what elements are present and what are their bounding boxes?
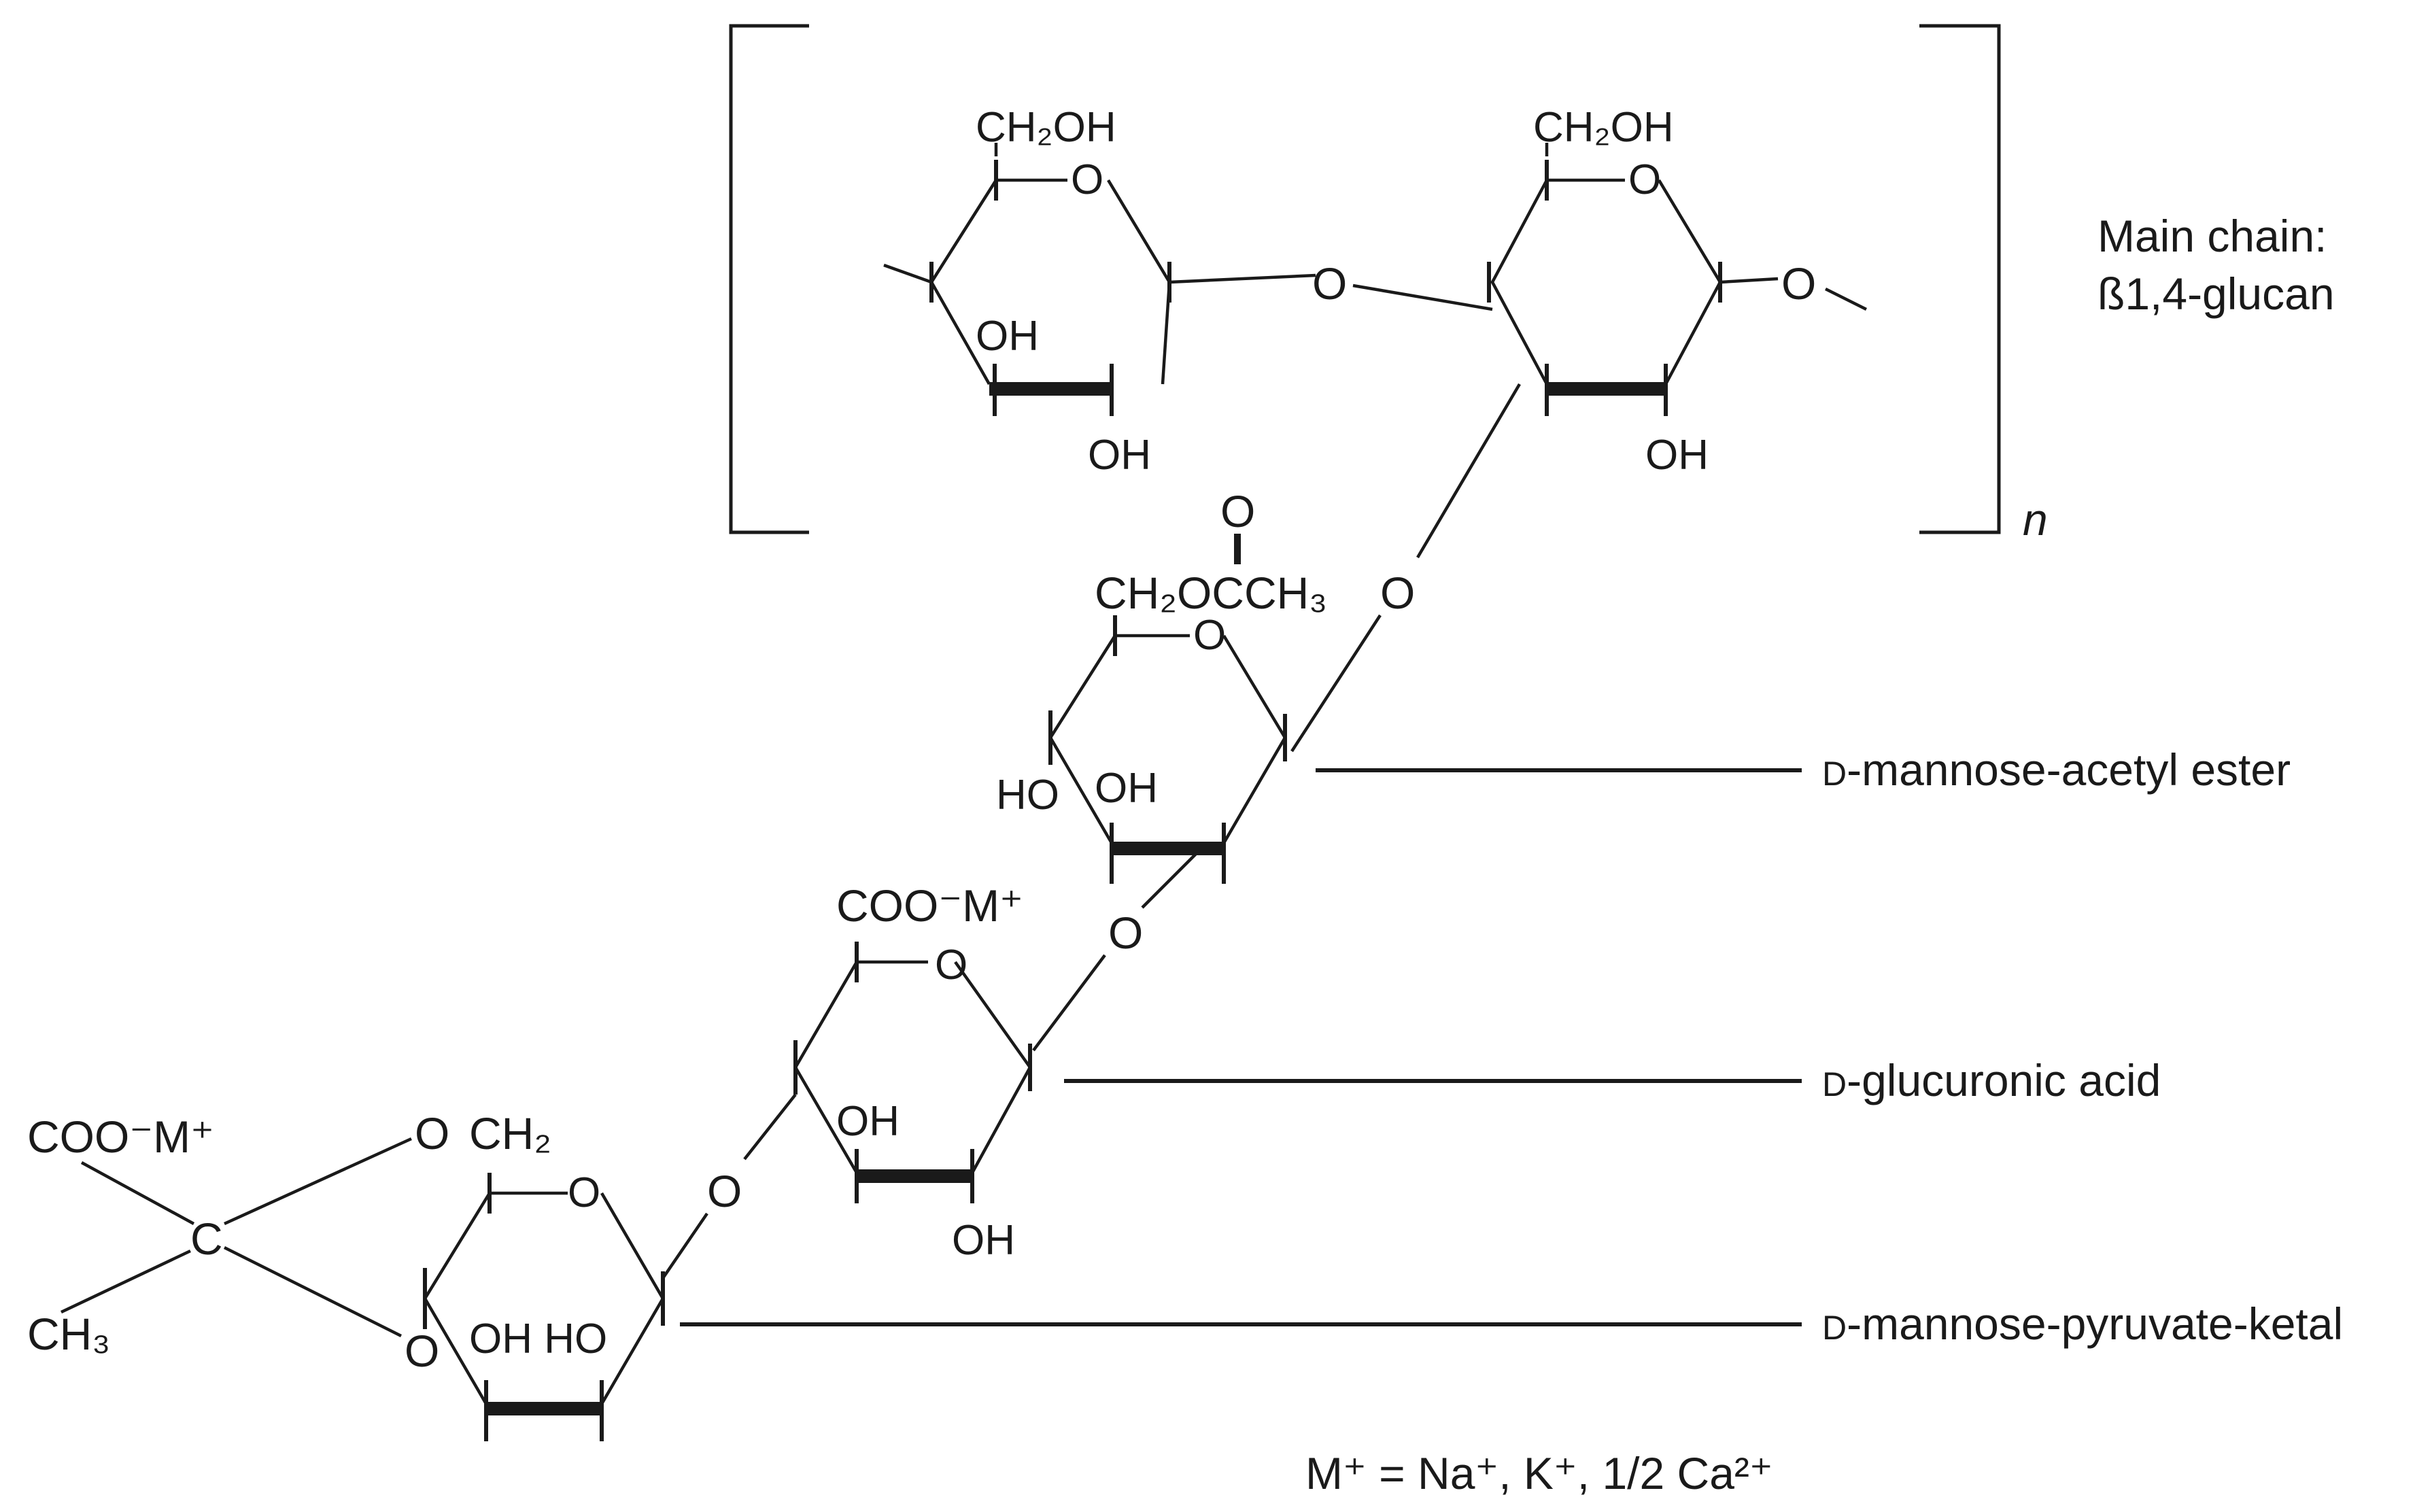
main-chain-glucose-2: CH₂OH O OH: [1487, 104, 1868, 479]
ring1-oh-bottom: OH: [1088, 432, 1151, 479]
glucuronic-ring-oxygen: O: [935, 942, 967, 989]
mannose-acetyl-label-text: -mannose-acetyl ester: [1847, 744, 2291, 795]
mannose-to-glucuronic-bond-upper: [1141, 852, 1198, 909]
mannose-pyruvate-label-text: -mannose-pyruvate-ketal: [1847, 1299, 2343, 1349]
mannose-acetyl-label-prefix: D: [1822, 755, 1847, 793]
acetyl-group: CH₂OCCH₃: [1095, 568, 1327, 618]
mannose-pyruvate-label: D-mannose-pyruvate-ketal: [1822, 1299, 2343, 1349]
main-chain-label-line2: ß1,4-glucan: [2097, 269, 2335, 319]
mannose-ho: HO: [996, 772, 1059, 819]
mannose-acetyl-label: D-mannose-acetyl ester: [1822, 744, 2291, 795]
main-chain-label-line1: Main chain:: [2097, 211, 2327, 261]
glucuronic-to-pyruvate-bond-upper: [743, 1093, 797, 1161]
pyruvate-mannose-ohho: OH HO: [469, 1316, 607, 1362]
ring2-ring-oxygen: O: [1628, 156, 1661, 203]
glucuronic-to-pyruvate-bond-lower: [662, 1212, 708, 1279]
ring1-oh-left: OH: [976, 313, 1039, 360]
glucuronic-oh-upper: OH: [836, 1098, 900, 1145]
glucuronic-label-prefix: D: [1822, 1065, 1847, 1103]
main-chain-glucose-1: CH₂OH O OH OH: [883, 104, 1316, 479]
main-chain-tail-oxygen: O: [1781, 258, 1816, 309]
mannose-oh: OH: [1095, 765, 1158, 812]
repeat-bracket: [729, 24, 2001, 534]
ring1-ch2oh: CH₂OH: [976, 104, 1116, 151]
bridge-bond: [1352, 284, 1493, 311]
glucuronic-carboxylate: COO⁻M⁺: [836, 880, 1023, 931]
cation-note: M⁺ = Na⁺, K⁺, 1/2 Ca²⁺: [1305, 1448, 1773, 1498]
pyruvate-oxygen-top: O: [415, 1108, 449, 1158]
pyruvate-methyl: CH₃: [27, 1309, 110, 1359]
ring2-ch2oh: CH₂OH: [1533, 104, 1674, 151]
mannose-pyruvate-label-prefix: D: [1822, 1309, 1847, 1347]
repeat-index: n: [2023, 494, 2048, 545]
mannose-ring-oxygen: O: [1193, 612, 1226, 659]
mannose-to-glucuronic-oxygen: O: [1108, 908, 1143, 958]
acetyl-carbonyl-oxygen: O: [1220, 486, 1255, 536]
mannose-pyruvate-ring: O OH HO: [423, 1169, 665, 1441]
glycosidic-bridge-oxygen: O: [1312, 258, 1347, 309]
mannose-to-glucuronic-bond-lower: [1032, 954, 1106, 1052]
glucuronic-to-pyruvate-oxygen: O: [707, 1166, 742, 1216]
pyruvate-carboxylate: COO⁻M⁺: [27, 1112, 214, 1162]
main-to-mannose-bond-upper: [1416, 383, 1521, 559]
main-to-mannose-oxygen: O: [1380, 568, 1415, 618]
glucuronic-label: D-glucuronic acid: [1822, 1055, 2161, 1105]
ring1-ring-oxygen: O: [1071, 156, 1103, 203]
pyruvate-ketal-carbon: C: [190, 1214, 223, 1264]
pyruvate-bonds: [61, 1137, 412, 1338]
ring2-oh-bottom: OH: [1645, 432, 1709, 479]
glucuronic-oh-bottom: OH: [952, 1217, 1015, 1264]
glucuronic-label-text: -glucuronic acid: [1847, 1055, 2161, 1105]
main-to-mannose-bond-lower: [1290, 614, 1382, 753]
pyruvate-ch2: CH₂: [469, 1108, 551, 1158]
pyruvate-ring-oxygen: O: [568, 1169, 600, 1216]
glucuronic-acid-ring: O OH OH: [793, 942, 1032, 1264]
pyruvate-oxygen-bottom: O: [405, 1326, 439, 1376]
mannose-acetyl-ring: O HO OH: [996, 612, 1287, 884]
